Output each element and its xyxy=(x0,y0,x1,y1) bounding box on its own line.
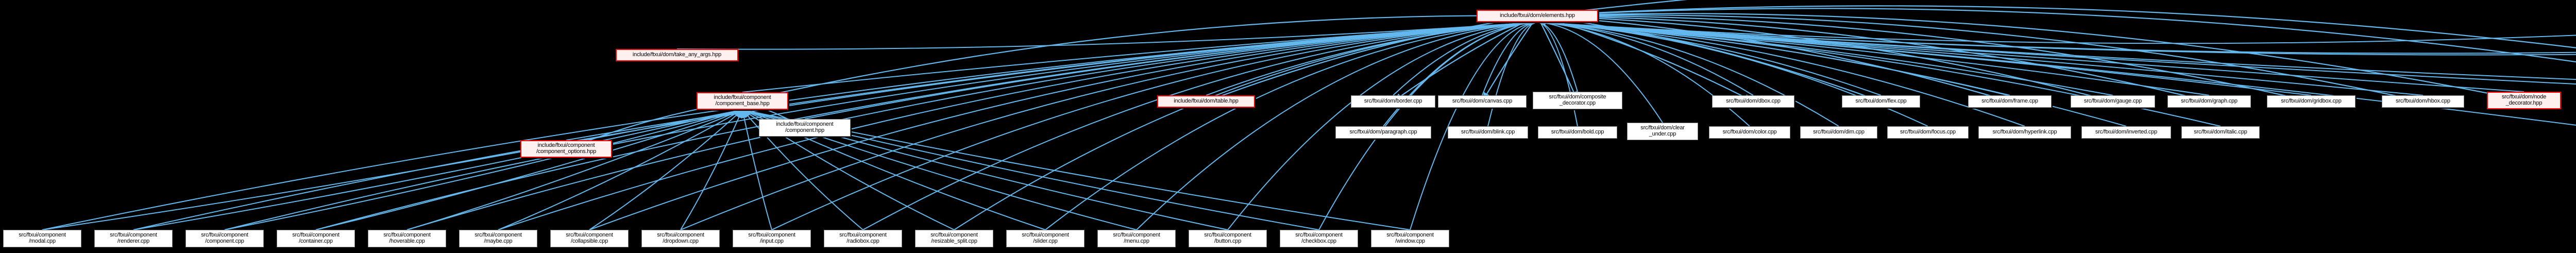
graph-node[interactable]: src/ftxui/dom/hbox.cpp xyxy=(2382,95,2464,108)
graph-node[interactable]: include/ftxui/component /component.hpp xyxy=(759,119,851,137)
graph-node[interactable]: src/ftxui/dom/node _decorator.hpp xyxy=(2487,92,2561,109)
graph-node[interactable]: src/ftxui/component /modal.cpp xyxy=(3,230,81,247)
graph-node[interactable]: src/ftxui/dom/hyperlink.cpp xyxy=(1978,126,2071,139)
graph-node[interactable]: src/ftxui/component /button.cpp xyxy=(1189,230,1267,247)
graph-node[interactable]: src/ftxui/dom/inverted.cpp xyxy=(2081,126,2171,139)
graph-node[interactable]: include/ftxui/dom/table.hpp xyxy=(1157,95,1255,108)
graph-node[interactable]: src/ftxui/component /resizable_split.cpp xyxy=(915,230,993,247)
graph-node[interactable]: src/ftxui/dom/clear _under.cpp xyxy=(1627,123,1698,140)
graph-node[interactable]: src/ftxui/component /collapsible.cpp xyxy=(550,230,629,247)
graph-node[interactable]: src/ftxui/dom/border.cpp xyxy=(1351,95,1435,108)
graph-node[interactable]: src/ftxui/component /dropdown.cpp xyxy=(641,230,720,247)
graph-node[interactable]: src/ftxui/component /checkbox.cpp xyxy=(1280,230,1358,247)
graph-node[interactable]: src/ftxui/dom/frame.cpp xyxy=(1968,95,2052,108)
graph-node[interactable]: src/ftxui/component /container.cpp xyxy=(277,230,355,247)
graph-node[interactable]: include/ftxui/dom/elements.hpp xyxy=(1477,10,1598,22)
graph-node[interactable]: src/ftxui/dom/composite _decorator.cpp xyxy=(1533,92,1622,109)
graph-node[interactable]: src/ftxui/component /window.cpp xyxy=(1371,230,1449,247)
graph-node[interactable]: src/ftxui/dom/italic.cpp xyxy=(2181,126,2260,139)
graph-node[interactable]: src/ftxui/dom/dim.cpp xyxy=(1800,126,1877,139)
graph-node[interactable]: src/ftxui/dom/canvas.cpp xyxy=(1438,95,1527,108)
graph-node[interactable]: src/ftxui/dom/gauge.cpp xyxy=(2071,95,2155,108)
graph-node[interactable]: src/ftxui/component /menu.cpp xyxy=(1097,230,1176,247)
graph-node[interactable]: src/ftxui/dom/graph.cpp xyxy=(2167,95,2251,108)
graph-node[interactable]: src/ftxui/dom/gridbox.cpp xyxy=(2267,95,2355,108)
graph-node[interactable]: src/ftxui/component /component.cpp xyxy=(185,230,264,247)
graph-node[interactable]: src/ftxui/dom/dbox.cpp xyxy=(1712,95,1794,108)
graph-node[interactable]: src/ftxui/dom/bold.cpp xyxy=(1538,126,1617,139)
graph-node[interactable]: src/ftxui/dom/blink.cpp xyxy=(1448,126,1528,139)
graph-node[interactable]: src/ftxui/dom/focus.cpp xyxy=(1887,126,1969,139)
graph-node[interactable]: src/ftxui/component /slider.cpp xyxy=(1006,230,1084,247)
graph-node[interactable]: src/ftxui/dom/paragraph.cpp xyxy=(1335,126,1431,139)
graph-node[interactable]: include/ftxui/component /component_base.… xyxy=(697,92,788,110)
graph-node[interactable]: src/ftxui/component /renderer.cpp xyxy=(94,230,173,247)
graph-node[interactable]: src/ftxui/component /input.cpp xyxy=(733,230,811,247)
graph-node[interactable]: src/ftxui/component /maybe.cpp xyxy=(459,230,537,247)
graph-node[interactable]: include/ftxui/dom/take_any_args.hpp xyxy=(616,49,738,61)
graph-node[interactable]: src/ftxui/component /radiobox.cpp xyxy=(824,230,902,247)
graph-node[interactable]: include/ftxui/component /component_optio… xyxy=(520,140,612,158)
graph-node[interactable]: src/ftxui/component /hoverable.cpp xyxy=(368,230,446,247)
graph-node[interactable]: src/ftxui/dom/color.cpp xyxy=(1709,126,1790,139)
graph-node[interactable]: src/ftxui/dom/flex.cpp xyxy=(1842,95,1920,108)
